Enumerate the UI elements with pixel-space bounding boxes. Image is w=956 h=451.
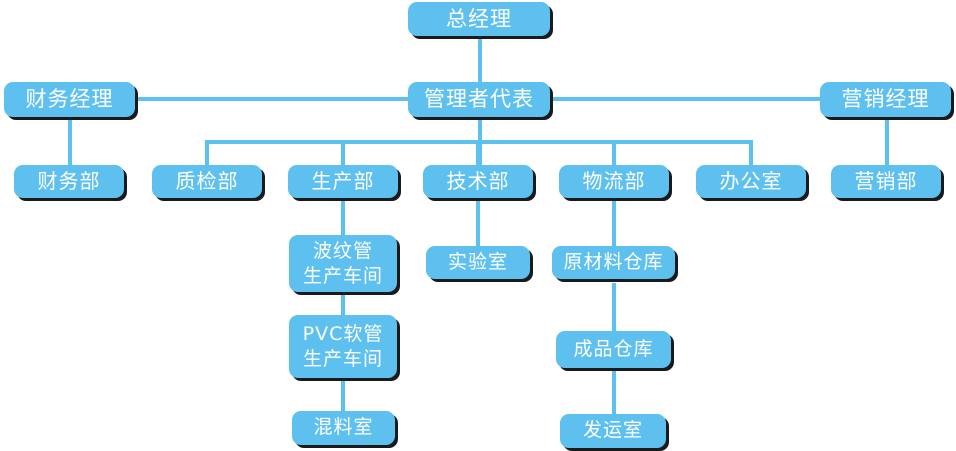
node-mixing-room[interactable]: 混料室 [292,411,395,445]
connector-tech-lab [476,198,480,246]
connector-drop-office [749,140,753,165]
node-label: 总经理 [446,6,512,31]
node-finished-goods-warehouse[interactable]: 成品仓库 [556,331,671,368]
node-management-representative[interactable]: 管理者代表 [408,82,550,117]
node-label: 波纹管 生产车间 [302,239,383,287]
node-laboratory[interactable]: 实验室 [426,246,530,279]
node-technology-department[interactable]: 技术部 [423,165,533,198]
node-pvc-hose-workshop[interactable]: PVC软管 生产车间 [289,315,397,378]
connector-logi-raw [612,198,616,246]
connector-drop-logi [612,140,616,165]
node-label: 营销经理 [841,87,930,112]
node-marketing-department[interactable]: 营销部 [831,165,941,198]
connector-finished-shipping [612,368,616,414]
node-label: 营销部 [854,169,918,193]
connector-raw-finished [612,283,616,331]
node-logistics-department[interactable]: 物流部 [559,165,669,198]
connector-mktmgr-mktdept [885,117,889,165]
node-production-department[interactable]: 生产部 [288,165,398,198]
node-marketing-manager[interactable]: 营销经理 [820,82,951,117]
node-label: 质检部 [175,169,239,193]
node-raw-material-warehouse[interactable]: 原材料仓库 [552,246,675,279]
node-corrugated-pipe-workshop[interactable]: 波纹管 生产车间 [289,235,397,292]
node-label: 实验室 [447,250,508,273]
connector-corrugated-pvc [341,292,345,315]
node-label: 办公室 [719,169,783,193]
connector-drop-qc [205,140,209,165]
node-label: 管理者代表 [424,87,534,112]
node-label: 成品仓库 [573,337,654,360]
node-label: 物流部 [582,169,646,193]
node-shipping-room[interactable]: 发运室 [560,414,666,448]
node-label: 技术部 [446,169,510,193]
node-label: 原材料仓库 [563,250,664,273]
node-quality-control-department[interactable]: 质检部 [152,165,262,198]
node-label: 发运室 [582,419,643,442]
connector-prod-corrugated [341,198,345,235]
connector-gm-down [478,36,482,83]
node-general-manager[interactable]: 总经理 [408,2,550,36]
node-label: PVC软管 生产车间 [302,322,384,370]
connector-drop-prod [341,140,345,165]
node-office[interactable]: 办公室 [696,165,806,198]
connector-drop-tech [476,140,480,165]
node-finance-manager[interactable]: 财务经理 [4,82,135,117]
node-label: 混料室 [313,416,374,439]
connector-finmgr-findept [68,117,72,165]
node-label: 生产部 [311,169,375,193]
node-label: 财务部 [37,169,101,193]
node-label: 财务经理 [25,87,114,112]
connector-pvc-mixing [341,378,345,411]
node-finance-department[interactable]: 财务部 [14,165,124,198]
